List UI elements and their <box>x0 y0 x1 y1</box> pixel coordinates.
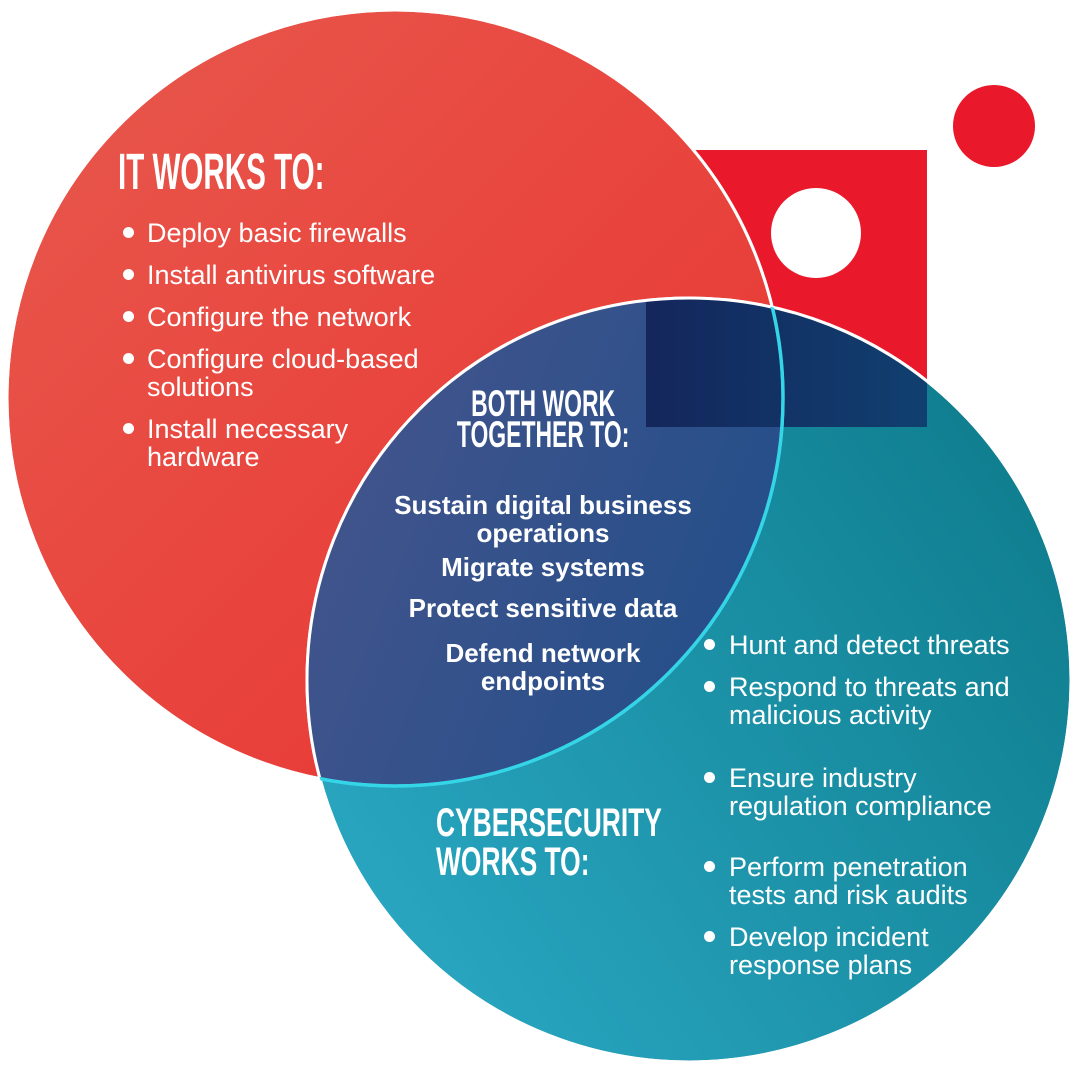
cybersecurity-task-item: Develop incident response plans <box>701 923 1041 979</box>
both-heading-line2: TOGETHER TO: <box>456 414 630 455</box>
both-task-item: Protect sensitive data <box>408 593 678 623</box>
both-heading: BOTH WORK TOGETHER TO: <box>343 383 743 455</box>
both-heading-line1: BOTH WORK <box>471 383 615 424</box>
it-heading-text: IT WORKS TO: <box>118 143 325 200</box>
it-task-item: Configure cloud-based solutions <box>120 345 480 401</box>
cybersecurity-task-item: Respond to threats and malicious activit… <box>701 673 1041 729</box>
both-task-item: Sustain digital business operations <box>394 490 692 548</box>
decor-red-dot <box>953 85 1035 167</box>
both-heading-text: BOTH WORK TOGETHER TO: <box>456 383 630 455</box>
cybersecurity-heading-line1: CYBERSECURITY <box>436 801 662 845</box>
cybersecurity-heading-text: CYBERSECURITY WORKS TO: <box>436 801 662 884</box>
cybersecurity-circle-outline <box>305 296 1073 1064</box>
both-task-list: Sustain digital business operations Migr… <box>353 491 733 695</box>
it-task-item: Deploy basic firewalls <box>120 219 480 247</box>
cybersecurity-heading: CYBERSECURITY WORKS TO: <box>436 801 778 884</box>
it-heading: IT WORKS TO: <box>118 146 474 197</box>
cybersecurity-task-item: Hunt and detect threats <box>701 631 1041 659</box>
decor-white-circle <box>771 188 861 278</box>
cybersecurity-task-list: Hunt and detect threats Respond to threa… <box>701 631 1041 993</box>
cybersecurity-task-item: Perform penetration tests and risk audit… <box>701 853 1041 909</box>
both-task-item: Defend network endpoints <box>445 638 641 696</box>
it-task-list: Deploy basic firewalls Install antivirus… <box>120 219 480 485</box>
cybersecurity-task-item: Ensure industry regulation compliance <box>701 764 1041 820</box>
it-task-item: Configure the network <box>120 303 480 331</box>
it-task-item: Install necessary hardware <box>120 415 480 471</box>
it-circle-outline-cyan-segment <box>307 298 785 788</box>
cybersecurity-heading-line2: WORKS TO: <box>436 840 590 884</box>
both-task-item: Migrate systems <box>441 552 645 582</box>
it-task-item: Install antivirus software <box>120 261 480 289</box>
